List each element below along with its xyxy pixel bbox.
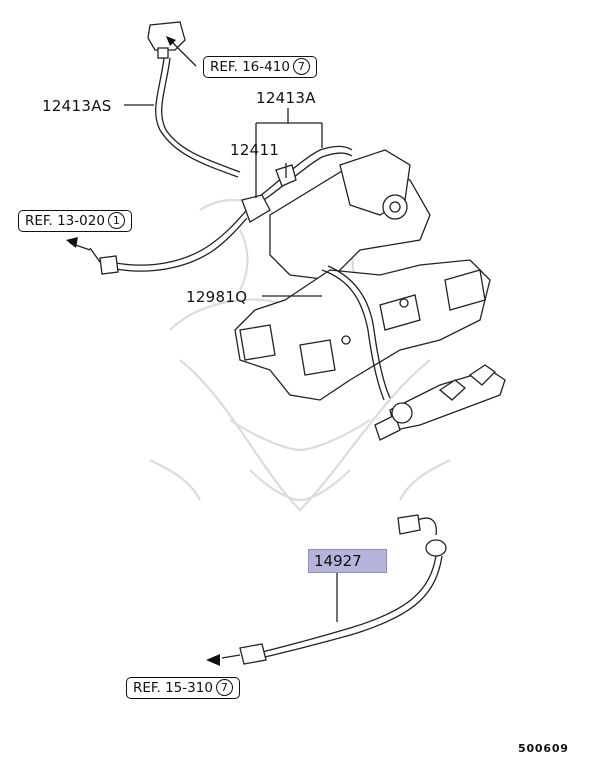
ref-top-text: REF. 16-410 [210,59,290,75]
ref-bottom-text: REF. 15-310 [133,680,213,696]
hose-12413a [247,145,353,206]
oxygen-sensor-14927 [206,514,447,666]
label-12981q: 12981Q [186,288,248,306]
map-sensor [147,21,186,59]
hose-12981q [321,269,385,401]
leader-lines [124,36,338,622]
hose-12413as [155,57,239,178]
label-14927-highlighted[interactable]: 14927 [308,549,387,573]
ref-left-text: REF. 13-020 [25,213,105,229]
label-12411: 12411 [230,141,280,159]
ref-bottom-number: 7 [215,679,233,696]
engine-assembly [234,149,506,441]
ref-left-number: 1 [107,212,125,229]
diagram-code: 500609 [518,742,569,755]
label-12413a: 12413A [256,89,316,107]
ref-top-number: 7 [292,58,310,75]
vacuum-line-left [109,211,246,266]
label-12413as: 12413AS [42,97,112,115]
